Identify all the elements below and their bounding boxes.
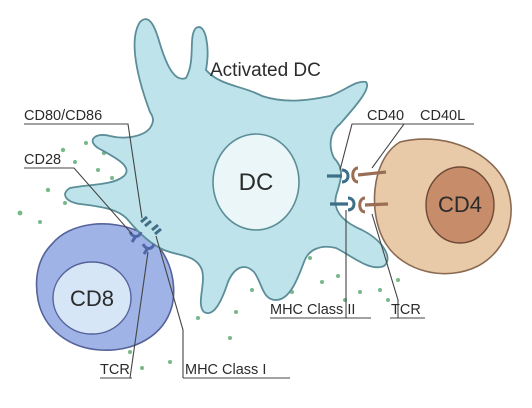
- tcr-right-label: TCR: [391, 302, 421, 318]
- leader-mhc-class-i: [155, 235, 184, 378]
- cd80-cd86-receptor: [140, 215, 152, 228]
- tcr-left-receptor: [141, 243, 156, 255]
- tcr-left-label: TCR: [100, 362, 130, 378]
- dc-cell: [64, 18, 389, 315]
- dc-label: DC: [239, 169, 274, 196]
- cd4-label: CD4: [438, 192, 482, 217]
- cd8-nucleus: [52, 261, 132, 335]
- cd80-cd86-label: CD80/CD86: [24, 108, 102, 124]
- mhc-class-ii-label: MHC Class II: [270, 302, 355, 318]
- leader-tcr-right: [371, 213, 399, 318]
- mhc-class-i-label: MHC Class I: [185, 362, 266, 378]
- cd8-label: CD8: [70, 286, 114, 311]
- cd40-label: CD40: [367, 108, 404, 124]
- cd40l-label: CD40L: [420, 108, 465, 124]
- cd4-cell: [373, 138, 512, 275]
- cd8-cell: [35, 223, 175, 351]
- right-receptors: [327, 166, 389, 214]
- diagram-title: Activated DC: [210, 60, 321, 81]
- left-receptors: [128, 215, 162, 255]
- tcr-right-receptor: [358, 196, 389, 214]
- cd28-label: CD28: [24, 152, 61, 168]
- cd40-receptor: [327, 168, 350, 184]
- leader-cd40: [339, 123, 367, 171]
- cd40l-receptor: [351, 166, 387, 184]
- mhc-class-ii-receptor: [330, 196, 356, 212]
- dc-nucleus: [212, 133, 300, 231]
- cd4-nucleus: [425, 166, 495, 244]
- mhc-class-i-receptor: [151, 223, 162, 236]
- label-underlines: [24, 123, 474, 379]
